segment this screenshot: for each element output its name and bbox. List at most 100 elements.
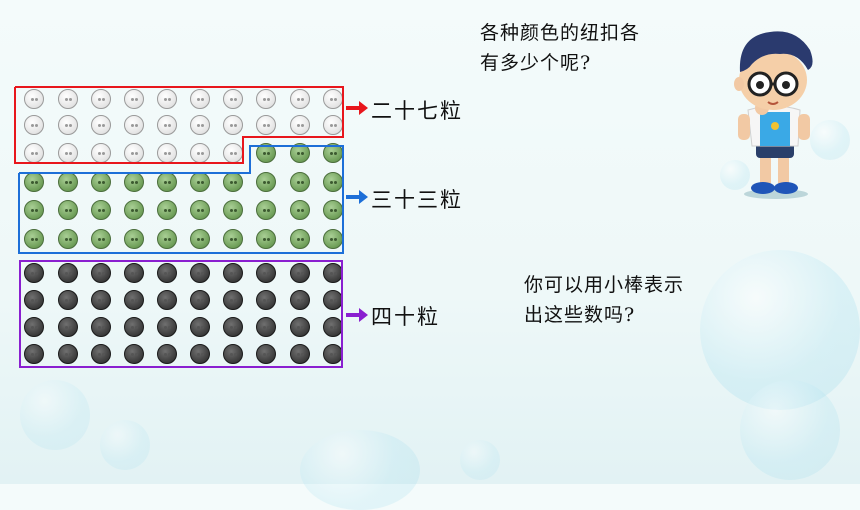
background-bubble (100, 420, 150, 470)
green-button (256, 172, 276, 192)
question-bottom-line2: 出这些数吗? (524, 304, 636, 326)
black-button (24, 344, 44, 364)
black-button (124, 344, 144, 364)
black-button (290, 263, 310, 283)
white-button (190, 115, 210, 135)
question-top: 各种颜色的纽扣各 有多少个呢? (480, 18, 640, 78)
black-button (190, 344, 210, 364)
green-button (190, 229, 210, 249)
green-button (24, 172, 44, 192)
green-button (157, 229, 177, 249)
white-button (157, 115, 177, 135)
green-button (91, 200, 111, 220)
black-button (58, 263, 78, 283)
green-button (223, 229, 243, 249)
black-button (124, 263, 144, 283)
black-button (91, 263, 111, 283)
white-button (24, 143, 44, 163)
green-button (157, 200, 177, 220)
green-button (190, 200, 210, 220)
black-button (24, 263, 44, 283)
black-button (157, 263, 177, 283)
label-green-count: 三十三粒 (371, 188, 463, 212)
black-button (223, 317, 243, 337)
black-button (256, 344, 276, 364)
white-button (24, 115, 44, 135)
black-button (24, 317, 44, 337)
black-button (58, 344, 78, 364)
white-button (223, 115, 243, 135)
white-button (124, 115, 144, 135)
background-bubble (810, 120, 850, 160)
white-button (58, 115, 78, 135)
green-button (290, 200, 310, 220)
black-button (223, 290, 243, 310)
background-bubble (720, 160, 750, 190)
black-button (157, 290, 177, 310)
green-button (290, 172, 310, 192)
green-button (256, 200, 276, 220)
black-button (290, 344, 310, 364)
green-button (24, 200, 44, 220)
black-button (58, 290, 78, 310)
green-button (58, 229, 78, 249)
black-button (157, 317, 177, 337)
white-button-outline (14, 86, 344, 164)
green-button (58, 200, 78, 220)
question-bottom: 你可以用小棒表示 出这些数吗? (524, 270, 684, 330)
question-top-line1: 各种颜色的纽扣各 (480, 22, 641, 44)
black-button (91, 317, 111, 337)
green-button (24, 229, 44, 249)
green-button (323, 229, 343, 249)
black-button (256, 263, 276, 283)
white-button (290, 89, 310, 109)
black-button (256, 317, 276, 337)
black-button (290, 290, 310, 310)
white-button (91, 115, 111, 135)
background-bubble (740, 380, 840, 480)
white-button (157, 89, 177, 109)
green-button (124, 229, 144, 249)
white-button (190, 89, 210, 109)
arrow-green (346, 190, 368, 204)
white-button (58, 89, 78, 109)
question-top-line2: 有多少个呢? (480, 52, 592, 74)
black-button (190, 263, 210, 283)
black-button (91, 290, 111, 310)
boy-with-glasses-icon (734, 31, 813, 199)
black-button (190, 290, 210, 310)
label-black-count: 四十粒 (371, 305, 440, 329)
black-button (58, 317, 78, 337)
white-button (256, 115, 276, 135)
white-button (91, 89, 111, 109)
green-button (223, 172, 243, 192)
arrow-white (346, 101, 368, 115)
green-button (256, 143, 276, 163)
black-button (223, 344, 243, 364)
green-button (91, 229, 111, 249)
white-button (124, 89, 144, 109)
black-button (124, 290, 144, 310)
arrow-black (346, 308, 368, 322)
green-button-outline (18, 145, 344, 254)
black-button (256, 290, 276, 310)
green-button (256, 229, 276, 249)
green-button (290, 143, 310, 163)
white-button (256, 89, 276, 109)
label-white-count: 二十七粒 (371, 99, 463, 123)
white-button (290, 115, 310, 135)
green-button (124, 200, 144, 220)
black-button (223, 263, 243, 283)
background-bubble (460, 440, 500, 480)
black-button (91, 344, 111, 364)
white-button (24, 89, 44, 109)
background-bubble (20, 380, 90, 450)
black-button (24, 290, 44, 310)
white-button (223, 89, 243, 109)
green-button (223, 200, 243, 220)
black-button (290, 317, 310, 337)
black-button (124, 317, 144, 337)
black-button (190, 317, 210, 337)
question-bottom-line1: 你可以用小棒表示 (524, 274, 685, 296)
black-button-outline (19, 260, 343, 368)
